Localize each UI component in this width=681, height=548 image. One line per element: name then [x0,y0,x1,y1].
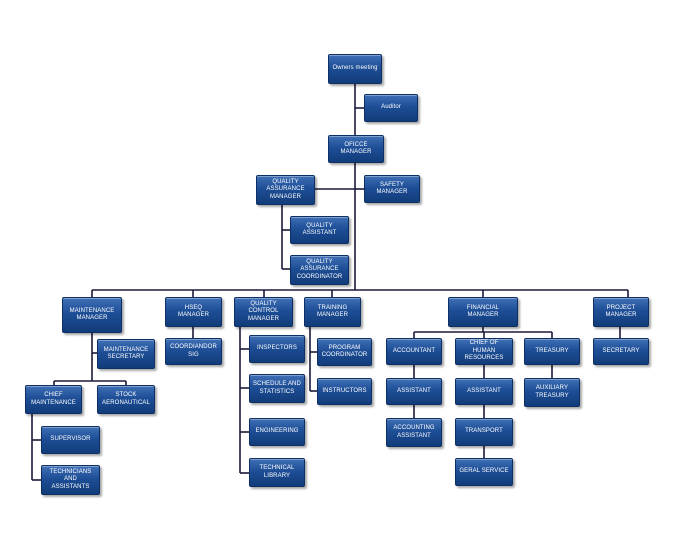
node-project-manager: PROJECT MANAGER [593,297,649,327]
node-auxiliary-treasury: AUXILIARY TREASURY [524,378,580,407]
node-program-coordinator: PROGRAM COORDINATOR [317,338,372,366]
node-general-service: GERAL SERVICE [455,458,513,486]
node-treasury: TREASURY [524,338,580,365]
node-office-manager: OFICCE MANAGER [328,135,384,163]
node-quality-assistant: QUALITY ASSISTANT [290,216,349,244]
node-transport: TRANSPORT [455,418,513,446]
node-stock-aeronautical: STOCK AERONAUTICAL [97,385,155,414]
node-assistant-accounting: ASSISTANT [386,378,442,405]
node-auditor: Auditor [364,94,418,122]
node-owners-meeting: Owners meeting [328,54,382,84]
node-financial-manager: FINANCIAL MANAGER [448,297,518,327]
node-chief-human-resources: CHIEF OF HUMAN RESOURCES [455,338,513,365]
node-training-manager: TRAINING MANAGER [304,297,361,327]
node-technicians-assistants: TECHNICIANS AND ASSISTANTS [41,465,100,495]
node-secretary: SECRETARY [593,338,649,365]
node-schedule-statistics: SCHEDULE AND STATISTICS [249,374,305,403]
node-chief-maintenance: CHIEF MAINTENANCE [25,385,82,414]
node-quality-control-manager: QUALITY CONTROL MANAGER [234,297,293,327]
node-hseq-manager: HSEQ MANAGER [165,297,222,327]
node-quality-assurance-manager: QUALITY ASSURANCE MANAGER [256,175,315,205]
node-instructors: INSTRUCTORS [317,378,372,405]
node-maintenance-secretary: MAINTENANCE SECRETARY [97,339,155,369]
node-assistant-hr: ASSISTANT [455,378,513,405]
node-maintenance-manager: MAINTENANCE MANAGER [62,297,122,333]
node-engineering: ENGINEERING [249,418,305,446]
node-safety-manager: SAFETY MANAGER [364,175,420,203]
node-coordinador-sig: COORDIANDOR SIG [165,338,222,365]
node-accountant: ACCOUNTANT [386,338,442,365]
node-quality-assurance-coordinator: QUALITY ASSURANCE COORDINATOR [290,255,349,285]
node-supervisor: SUPERVISOR [41,426,100,454]
node-technical-library: TECHNICAL LIBRARY [249,458,305,487]
node-inspectors: INSPECTORS [249,335,305,363]
node-accounting-assistant: ACCOUNTING ASSISTANT [386,418,442,447]
